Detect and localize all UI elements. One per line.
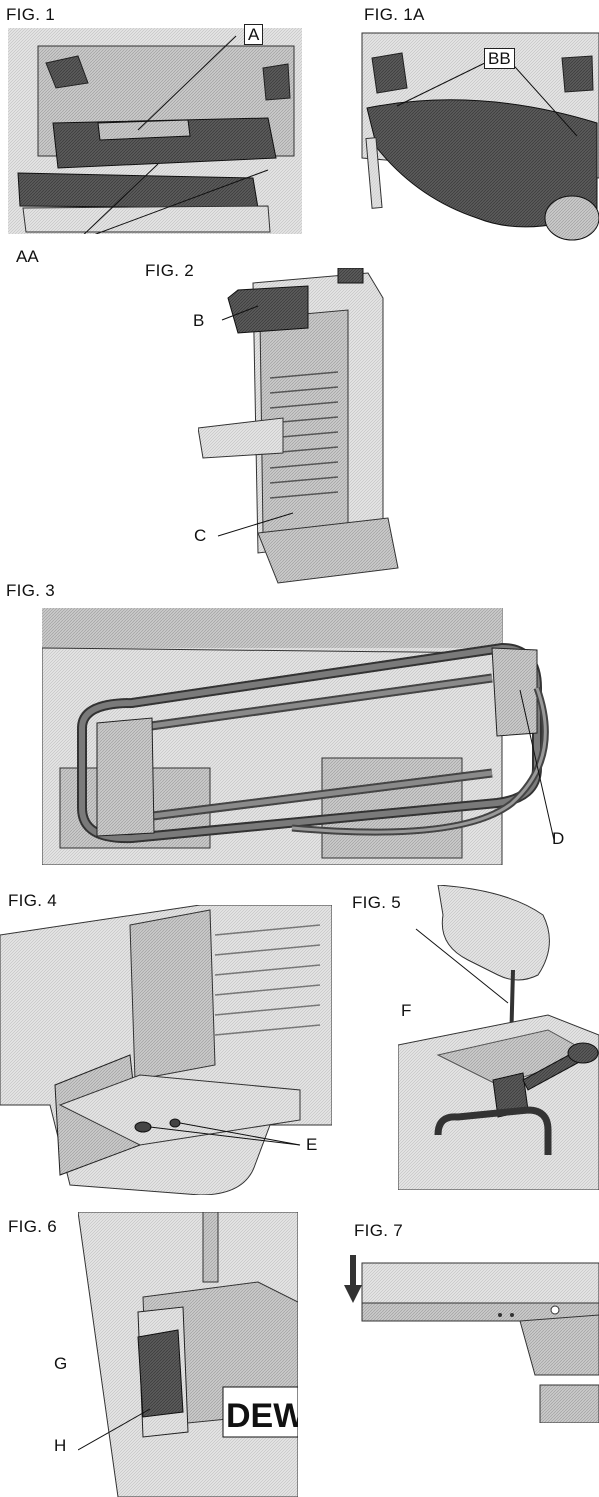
fig6-callout-h: H: [54, 1436, 67, 1455]
fig4-illustration: [0, 905, 332, 1195]
fig5-illustration: [398, 885, 599, 1190]
fig1-illustration: [8, 28, 302, 234]
fig4-callout-e: E: [306, 1135, 318, 1154]
fig1a-callout-bb: BB: [484, 48, 515, 69]
fig1-callout-aa: AA: [16, 247, 39, 266]
fig2-illustration: [198, 268, 399, 584]
fig3-illustration: [42, 608, 555, 865]
fig5-title: FIG. 5: [352, 893, 402, 912]
fig3-title: FIG. 3: [6, 581, 56, 600]
fig3-callout-d: D: [552, 829, 565, 848]
fig7-title: FIG. 7: [354, 1221, 404, 1240]
fig2-title: FIG. 2: [145, 261, 195, 280]
fig6-brand-text: DEW: [226, 1397, 298, 1435]
fig1a-title: FIG. 1A: [364, 5, 425, 24]
fig4-title: FIG. 4: [8, 891, 58, 910]
fig5-callout-f: F: [401, 1001, 412, 1020]
fig2-callout-b: B: [193, 311, 205, 330]
fig7-illustration: [344, 1255, 599, 1423]
fig2-callout-c: C: [194, 526, 207, 545]
fig1-title: FIG. 1: [6, 5, 56, 24]
fig1-callout-a: A: [244, 24, 264, 45]
fig6-title: FIG. 6: [8, 1217, 58, 1236]
fig6-callout-g: G: [54, 1354, 68, 1373]
fig1a-illustration: [357, 28, 599, 250]
fig6-illustration: DEW: [78, 1212, 298, 1497]
